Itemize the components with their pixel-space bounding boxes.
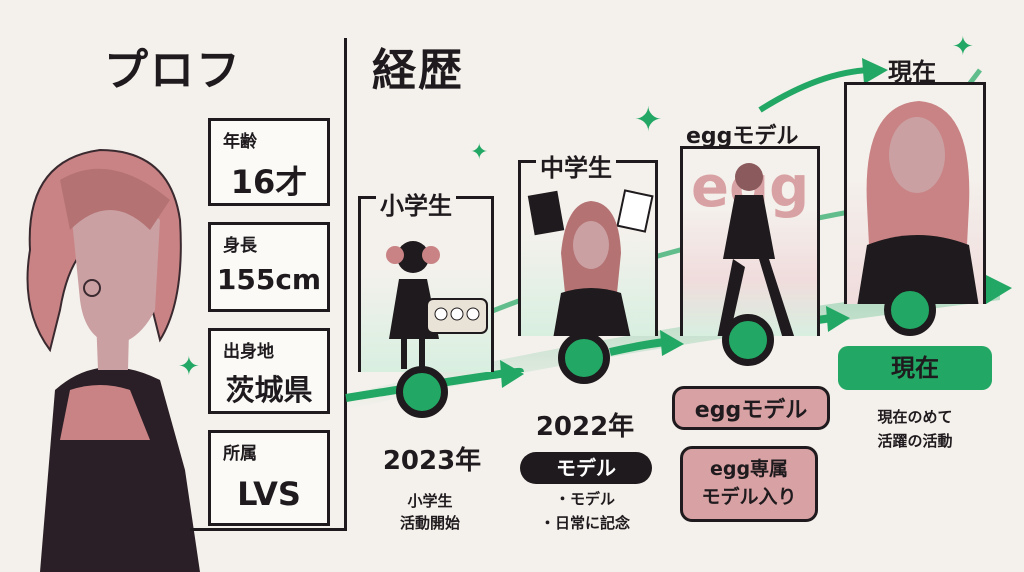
profile-age-box: 年齢 16才 bbox=[208, 118, 330, 206]
section-divider bbox=[344, 38, 347, 528]
profile-character-illustration bbox=[26, 148, 200, 572]
stage-junior-high-desc-1: ・モデル bbox=[554, 490, 615, 508]
stage-elementary-title: 小学生 bbox=[376, 186, 456, 221]
egg-model-girl-illustration bbox=[717, 163, 795, 336]
stage-elementary-desc-1: 小学生 bbox=[407, 492, 453, 510]
stage-elementary-node bbox=[396, 366, 448, 418]
stage-junior-high-panel bbox=[518, 160, 658, 336]
profile-heading: プロフ bbox=[104, 45, 242, 96]
stage-junior-high-node bbox=[558, 332, 610, 384]
stage-egg-model-badge-2-line-2: モデル入り bbox=[701, 486, 797, 508]
stage-elementary-panel bbox=[358, 196, 494, 372]
sparkle-icon: ✦ bbox=[952, 32, 974, 62]
stage-junior-high-desc-2: ・日常に記念 bbox=[539, 514, 630, 532]
stage-egg-model-badge-2-line-1: egg専属 bbox=[709, 458, 789, 480]
profile-age-value: 16才 bbox=[230, 163, 308, 201]
stage-junior-high-badge: モデル bbox=[520, 452, 652, 484]
profile-hometown-box: 出身地 茨城県 bbox=[208, 328, 330, 414]
stage-current-desc-1: 現在のめて bbox=[877, 408, 953, 426]
profile-height-label: 身長 bbox=[223, 236, 257, 256]
sparkle-icon: ✦ bbox=[634, 100, 663, 140]
stage-egg-model-node bbox=[722, 314, 774, 366]
stage-egg-model-badge: eggモデル bbox=[672, 386, 830, 430]
profile-agency-box: 所属 LVS bbox=[208, 430, 330, 526]
profile-age-label: 年齢 bbox=[223, 132, 257, 152]
stage-current-node bbox=[884, 284, 936, 336]
divider-foot bbox=[190, 528, 347, 531]
stage-current-badge: 現在 bbox=[838, 346, 992, 390]
stage-junior-high-year: 2022年 bbox=[535, 412, 635, 442]
elementary-girl-illustration bbox=[386, 241, 488, 369]
profile-hometown-label: 出身地 bbox=[223, 342, 274, 362]
stage-current-title: 現在 bbox=[888, 58, 936, 86]
junior-high-girl-illustration bbox=[527, 189, 654, 336]
profile-agency-value: LVS bbox=[237, 475, 301, 513]
stage-egg-model-badge-2: egg専属 モデル入り bbox=[680, 446, 818, 522]
profile-height-box: 身長 155cm bbox=[208, 222, 330, 312]
stage-elementary-year: 2023年 bbox=[382, 446, 482, 476]
stage-egg-model-title: eggモデル bbox=[686, 124, 799, 149]
profile-agency-label: 所属 bbox=[223, 444, 257, 464]
sparkle-icon: ✦ bbox=[178, 352, 200, 382]
stage-junior-high-title: 中学生 bbox=[536, 148, 616, 183]
stage-egg-model-panel: egg bbox=[680, 146, 820, 336]
current-girl-illustration bbox=[857, 101, 979, 304]
profile-hometown-value: 茨城県 bbox=[225, 373, 313, 407]
stage-current-panel bbox=[844, 82, 986, 304]
stage-current-desc-2: 活躍の活動 bbox=[877, 432, 953, 450]
career-heading: 経歴 bbox=[372, 45, 464, 96]
profile-height-value: 155cm bbox=[216, 263, 322, 296]
stage-elementary-desc-2: 活動開始 bbox=[399, 514, 460, 532]
sparkle-icon: ✦ bbox=[470, 140, 489, 165]
